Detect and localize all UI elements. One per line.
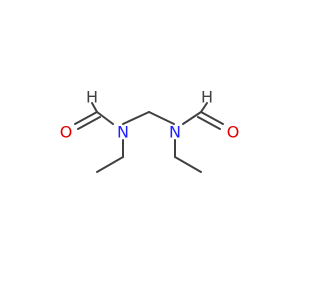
bond-h-left-to-carbonyl-c bbox=[91, 102, 98, 113]
bond-n-right-to-carbonyl-c bbox=[182, 111, 202, 125]
atom-o-right: O bbox=[227, 123, 240, 142]
bond-carbonyl-c-left-to-n-left bbox=[96, 111, 114, 125]
atom-h-left: H bbox=[86, 88, 98, 107]
atom-n-left: N bbox=[117, 123, 129, 142]
atom-h-right: H bbox=[201, 88, 213, 107]
bond-ethyl-left-terminal bbox=[96, 156, 124, 173]
bond-carbonyl-c-left-to-o-1 bbox=[74, 111, 98, 125]
bond-carbonyl-c-left-to-o-2 bbox=[77, 116, 101, 130]
bond-ethyl-right-terminal bbox=[174, 156, 202, 173]
atom-o-left: O bbox=[60, 123, 73, 142]
atom-n-right: N bbox=[169, 123, 181, 142]
structure-canvas: H O N H O N bbox=[59, 87, 240, 173]
bond-ch2-to-n-right bbox=[148, 111, 175, 125]
bond-n-left-to-ch2 bbox=[122, 111, 150, 125]
bond-carbonyl-c-right-to-o-2 bbox=[197, 116, 221, 130]
bond-carbonyl-c-right-to-o-1 bbox=[200, 111, 224, 125]
bond-h-right-to-carbonyl-c bbox=[200, 102, 208, 113]
molecule-svg: H O N H O N bbox=[60, 88, 240, 173]
